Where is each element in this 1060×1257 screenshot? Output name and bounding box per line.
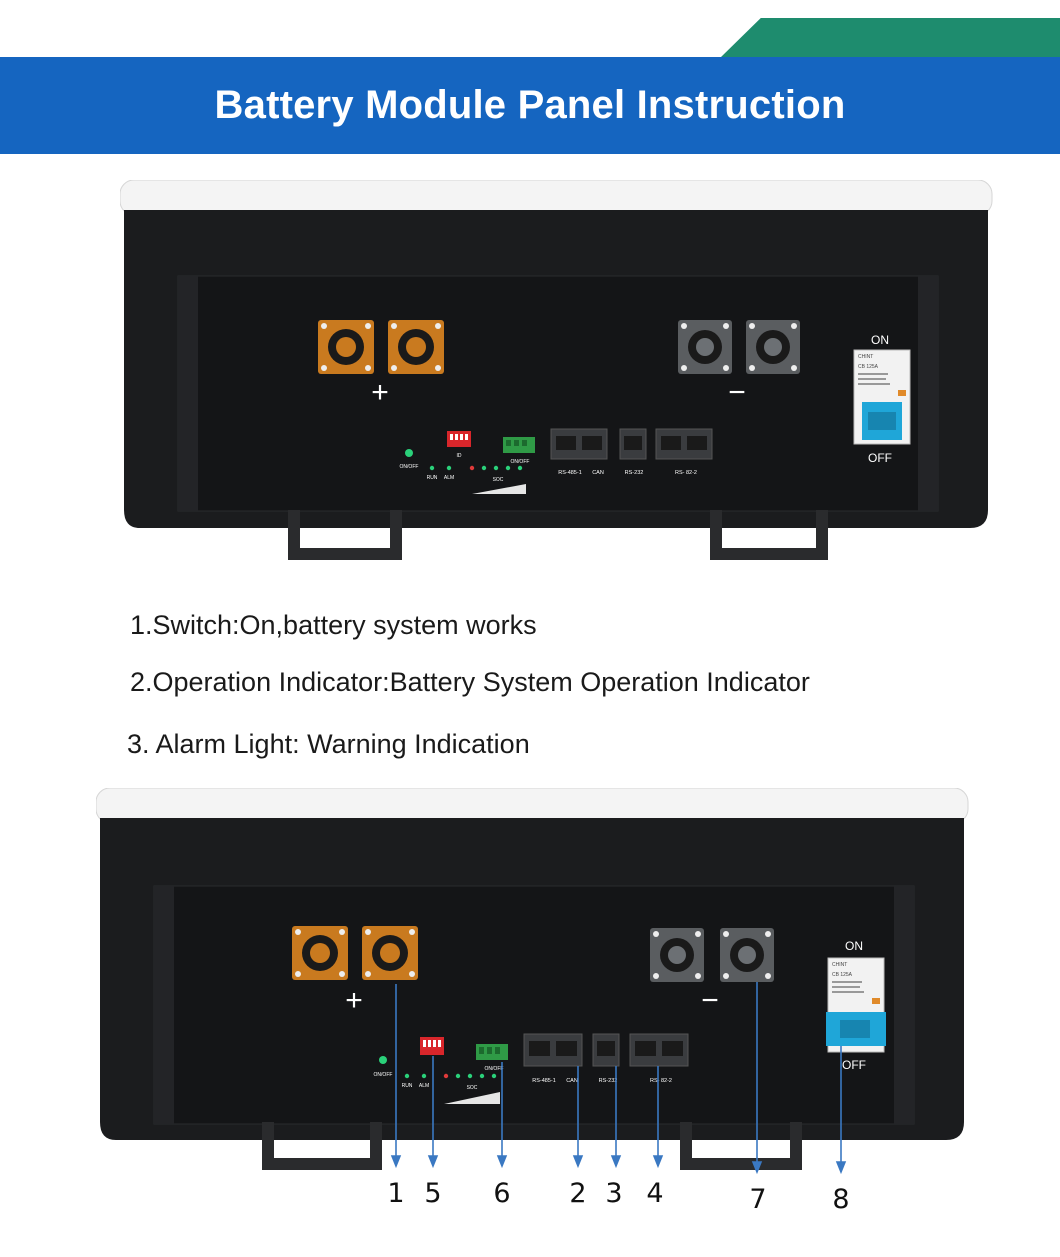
power-button[interactable] xyxy=(405,449,413,457)
circuit-breaker-icon[interactable]: CHINT CB 125A xyxy=(826,957,886,1053)
breaker-off-label: OFF xyxy=(842,1058,866,1072)
breaker-off-label: OFF xyxy=(868,451,892,465)
port-label-rs232: RS-232 xyxy=(625,470,644,476)
power-button[interactable] xyxy=(379,1056,387,1064)
alm-label: ALM xyxy=(444,475,454,481)
rs485-2-port[interactable] xyxy=(629,1033,689,1067)
dry-contact-terminal[interactable] xyxy=(503,437,535,453)
positive-terminal-1[interactable] xyxy=(318,320,374,374)
run-indicator xyxy=(429,465,435,471)
negative-symbol: − xyxy=(701,984,719,1017)
rs485-can-port[interactable] xyxy=(550,428,608,460)
port-label-rs485-1: RS-485-1 xyxy=(558,470,582,476)
soc-led-1 xyxy=(455,1073,461,1079)
positive-symbol: + xyxy=(345,984,363,1017)
port-label-rs232: RS-232 xyxy=(599,1078,618,1084)
rs232-port[interactable] xyxy=(592,1033,620,1067)
svg-text:CB 125A: CB 125A xyxy=(858,364,879,370)
battery-panel-drawing-bottom: + − ON CHINT CB 125A OFF ON/O xyxy=(96,788,969,1215)
onoff-label: ON/OFF xyxy=(374,1072,393,1078)
callout-number-1: 1 xyxy=(387,1178,404,1209)
note-switch: 1.Switch:On,battery system works xyxy=(130,610,537,640)
soc-led-1 xyxy=(481,465,487,471)
soc-led-4 xyxy=(517,465,523,471)
alm-label: ALM xyxy=(419,1083,429,1089)
id-label: ID xyxy=(457,453,462,459)
top-cap xyxy=(120,180,993,216)
battery-panel-figure-bottom: + − ON CHINT CB 125A OFF ON/O xyxy=(96,788,976,1228)
run-label: RUN xyxy=(427,475,438,481)
callout-number-2: 2 xyxy=(569,1178,586,1209)
port-label-rs485-2: RS- 82-2 xyxy=(675,470,697,476)
callout-leaders xyxy=(390,982,847,1175)
circuit-breaker-icon[interactable]: CHINT CB 125A xyxy=(853,349,911,445)
port-label-rs485-2: RS- 82-2 xyxy=(650,1078,672,1084)
svg-text:CHINT: CHINT xyxy=(832,962,847,968)
soc-led-2 xyxy=(467,1073,473,1079)
foot-right xyxy=(710,510,828,560)
header-accent-stripe xyxy=(720,18,1060,58)
soc-led-4 xyxy=(491,1073,497,1079)
rs485-can-port[interactable] xyxy=(523,1033,583,1067)
dry-contact-label: ON/OFF xyxy=(485,1066,504,1072)
breaker-on-label: ON xyxy=(845,939,863,953)
soc-led-3 xyxy=(479,1073,485,1079)
rs232-port[interactable] xyxy=(619,428,647,460)
negative-symbol: − xyxy=(728,376,746,409)
negative-terminal-2[interactable] xyxy=(720,928,774,982)
onoff-label: ON/OFF xyxy=(400,464,419,470)
run-label: RUN xyxy=(402,1083,413,1089)
header-banner: Battery Module Panel Instruction xyxy=(0,57,1060,154)
negative-terminal-1[interactable] xyxy=(650,928,704,982)
positive-terminal-1[interactable] xyxy=(292,926,348,980)
soc-led-2 xyxy=(493,465,499,471)
battery-panel-drawing-top: + − ON CHINT CB 125A xyxy=(120,180,993,560)
positive-terminal-2[interactable] xyxy=(362,926,418,980)
address-dip-switch[interactable] xyxy=(420,1037,444,1055)
alarm-indicator xyxy=(446,465,452,471)
soc-led-red xyxy=(469,465,475,471)
page-title: Battery Module Panel Instruction xyxy=(214,83,846,127)
positive-symbol: + xyxy=(371,376,389,409)
port-label-can: CAN xyxy=(566,1078,578,1084)
svg-text:CHINT: CHINT xyxy=(858,354,873,360)
port-label-rs485-1: RS-485-1 xyxy=(532,1078,556,1084)
callout-number-4: 4 xyxy=(646,1178,663,1209)
note-alarm-light: 3. Alarm Light: Warning Indication xyxy=(127,729,530,759)
note-operation-indicator: 2.Operation Indicator:Battery System Ope… xyxy=(130,667,810,697)
battery-panel-figure-top: + − ON CHINT CB 125A xyxy=(120,180,1000,565)
port-label-can: CAN xyxy=(592,470,604,476)
soc-label: SOC xyxy=(493,477,504,483)
positive-terminal-2[interactable] xyxy=(388,320,444,374)
address-dip-switch[interactable] xyxy=(447,431,471,447)
soc-label: SOC xyxy=(467,1085,478,1091)
soc-led-red xyxy=(443,1073,449,1079)
callout-number-8: 8 xyxy=(832,1184,849,1215)
alarm-indicator xyxy=(421,1073,427,1079)
soc-led-3 xyxy=(505,465,511,471)
dry-contact-label: ON/OFF xyxy=(511,459,530,465)
soc-ramp xyxy=(472,484,526,494)
callout-number-6: 6 xyxy=(493,1178,510,1209)
negative-terminal-2[interactable] xyxy=(746,320,800,374)
breaker-on-label: ON xyxy=(871,333,889,347)
callout-number-5: 5 xyxy=(424,1178,441,1209)
rs485-2-port[interactable] xyxy=(655,428,713,460)
dry-contact-terminal[interactable] xyxy=(476,1044,508,1060)
foot-left xyxy=(288,510,402,560)
negative-terminal-1[interactable] xyxy=(678,320,732,374)
soc-ramp xyxy=(444,1092,500,1104)
callout-number-3: 3 xyxy=(605,1178,622,1209)
callout-number-7: 7 xyxy=(749,1184,766,1215)
svg-text:CB 125A: CB 125A xyxy=(832,972,853,978)
run-indicator xyxy=(404,1073,410,1079)
